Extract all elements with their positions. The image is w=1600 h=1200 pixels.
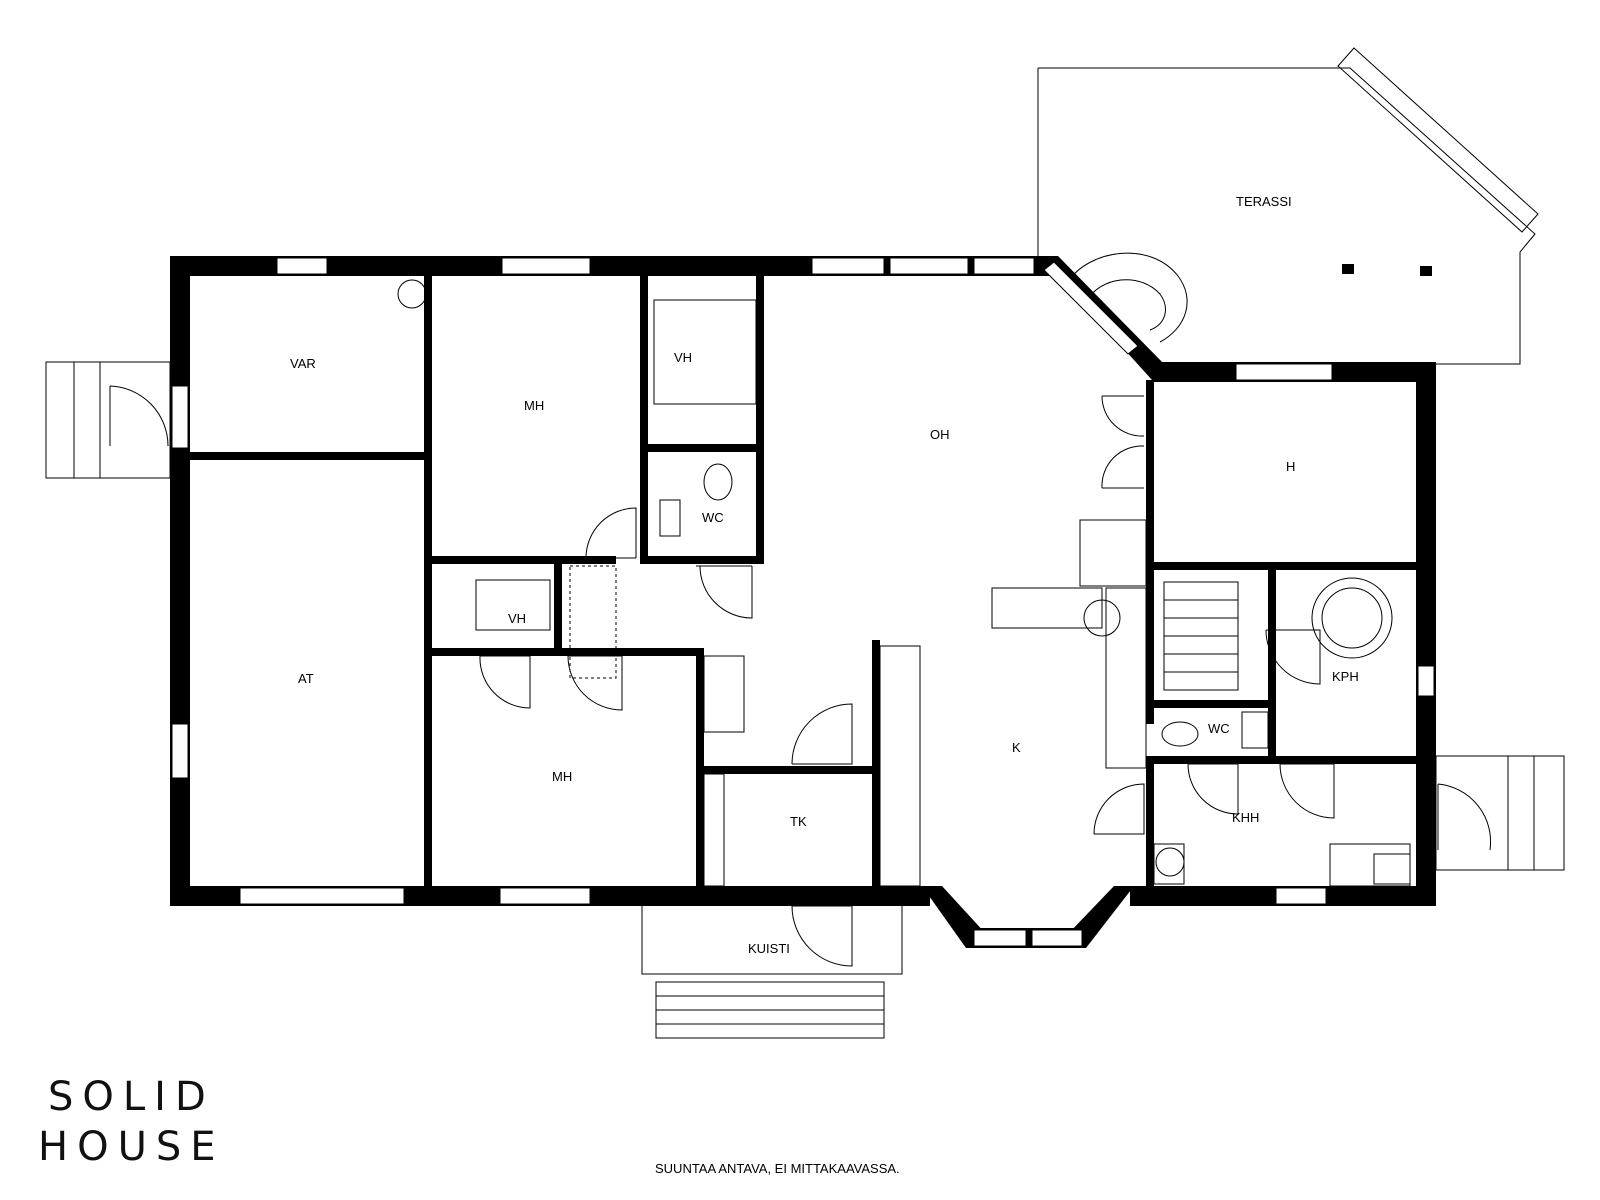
room-label-k: K: [1012, 740, 1021, 755]
room-label-var: VAR: [290, 356, 316, 371]
room-label-h: H: [1286, 459, 1295, 474]
room-label-vh-mid: VH: [508, 611, 526, 626]
room-label-wc-top: WC: [702, 510, 724, 525]
room-label-terassi: TERASSI: [1236, 194, 1292, 209]
room-label-vh-top: VH: [674, 350, 692, 365]
room-label-khh: KHH: [1232, 810, 1259, 825]
stairs: [45, 361, 1565, 1039]
room-label-kuisti: KUISTI: [748, 941, 790, 956]
terrace: [1037, 47, 1539, 365]
room-labels: TERASSI VAR MH VH OH H WC AT VH KPH K WC…: [290, 194, 1359, 956]
room-label-mh-top: MH: [524, 398, 544, 413]
disclaimer-text: SUUNTAA ANTAVA, EI MITTAKAAVASSA.: [655, 1161, 900, 1176]
interior-walls: [190, 276, 1416, 896]
exterior-walls: [170, 256, 1436, 948]
room-label-wc-mid: WC: [1208, 721, 1230, 736]
room-label-tk: TK: [790, 814, 807, 829]
room-label-mh-bottom: MH: [552, 769, 572, 784]
logo-line-1: SOLID: [48, 1074, 215, 1120]
fixtures: [397, 279, 1411, 887]
room-label-at: AT: [298, 671, 314, 686]
doors: [109, 385, 1492, 967]
room-label-kph: KPH: [1332, 669, 1359, 684]
logo-line-2: HOUSE: [38, 1124, 225, 1170]
windows: [171, 257, 1435, 947]
room-label-oh: OH: [930, 427, 950, 442]
terrace-post: [1342, 264, 1354, 274]
terrace-post: [1420, 266, 1432, 276]
